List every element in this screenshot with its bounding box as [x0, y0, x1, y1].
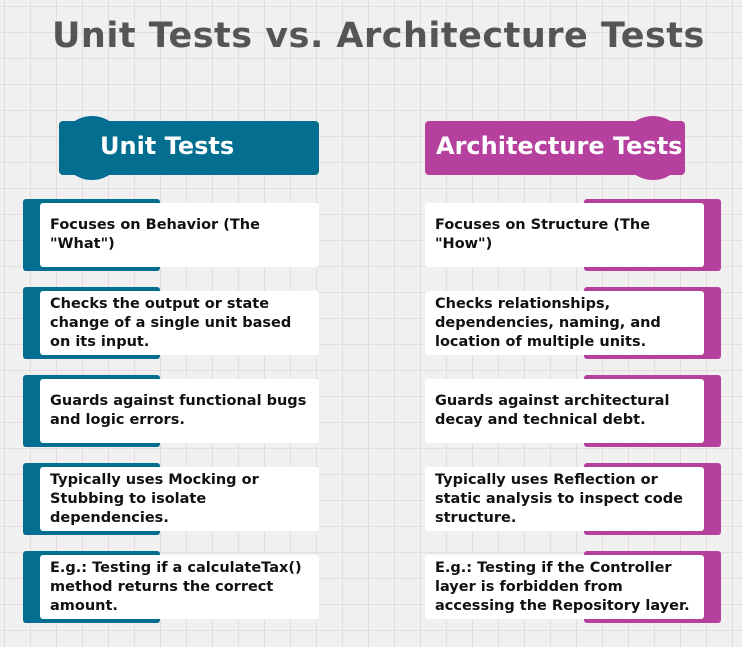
card-text: Typically uses Mocking or Stubbing to is… [40, 467, 319, 531]
architecture-tests-heading: Architecture Tests [436, 132, 683, 160]
header-circle [60, 116, 124, 180]
card-text: Focuses on Behavior (The "What") [40, 203, 319, 267]
unit-tests-header: Unit Tests [59, 116, 319, 180]
card-text: E.g.: Testing if the Controller layer is… [425, 555, 704, 619]
card-text: Focuses on Structure (The "How") [425, 203, 704, 267]
architecture-tests-header: Architecture Tests [425, 116, 685, 180]
page-title: Unit Tests vs. Architecture Tests [52, 16, 705, 56]
card-text: Checks the output or state change of a s… [40, 291, 319, 355]
card-text: Typically uses Reflection or static anal… [425, 467, 704, 531]
header-circle [621, 116, 685, 180]
unit-tests-heading: Unit Tests [100, 132, 235, 160]
card-text: Guards against architectural decay and t… [425, 379, 704, 443]
card-text: Checks relationships, dependencies, nami… [425, 291, 704, 355]
card-text: E.g.: Testing if a calculateTax() method… [40, 555, 319, 619]
card-text: Guards against functional bugs and logic… [40, 379, 319, 443]
